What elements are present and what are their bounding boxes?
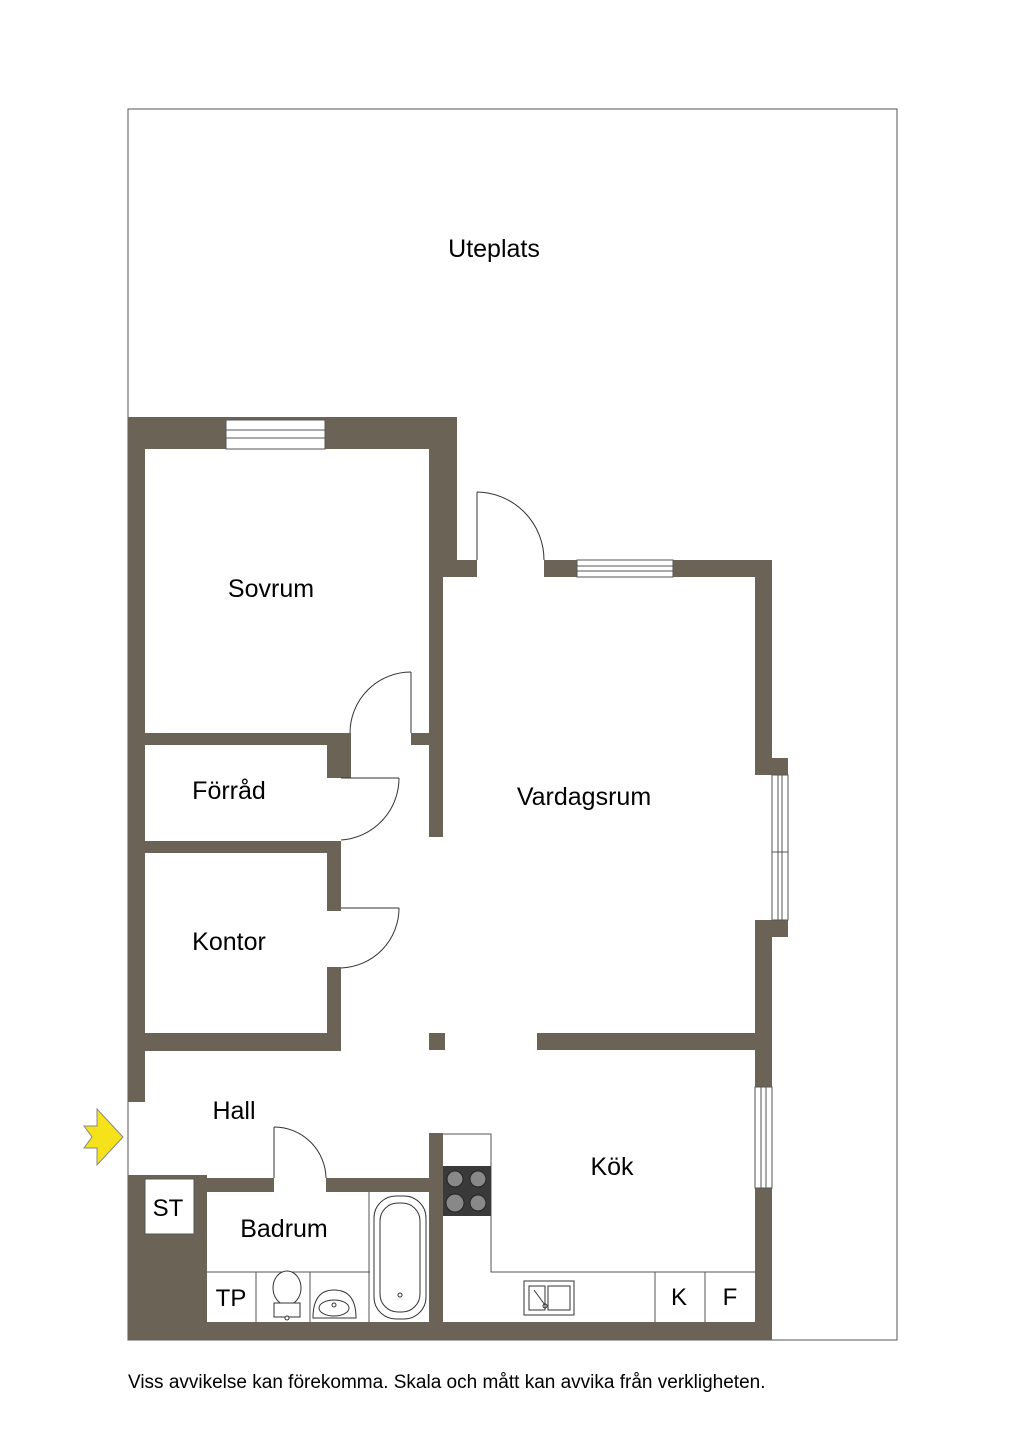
room-label-kontor: Kontor	[192, 928, 266, 956]
disclaimer-text: Viss avvikelse kan förekomma. Skala och …	[128, 1372, 766, 1393]
room-label-uteplats: Uteplats	[448, 235, 540, 263]
doors	[273, 491, 545, 1179]
fixture-label-tp: TP	[216, 1285, 247, 1312]
room-label-badrum: Badrum	[240, 1215, 328, 1243]
stove-icon	[443, 1166, 491, 1216]
windows	[225, 419, 789, 1189]
sink-icon	[312, 1289, 357, 1319]
room-label-hall: Hall	[212, 1097, 255, 1125]
room-label-forrad: Förråd	[192, 777, 266, 805]
room-label-kok: Kök	[590, 1153, 634, 1181]
toilet-icon	[272, 1270, 302, 1321]
fixture-label-st: ST	[153, 1195, 184, 1222]
st-cabinet	[144, 1178, 195, 1235]
room-label-sovrum: Sovrum	[228, 575, 314, 603]
entrance-arrow-icon	[83, 1107, 124, 1167]
fixture-label-f: F	[723, 1284, 738, 1311]
room-label-vardagsrum: Vardagsrum	[517, 783, 651, 811]
fixture-label-k: K	[671, 1284, 687, 1311]
uteplats-outline	[127, 108, 898, 1341]
kitchen-sink-icon	[523, 1280, 575, 1316]
bathtub-icon	[373, 1195, 427, 1320]
